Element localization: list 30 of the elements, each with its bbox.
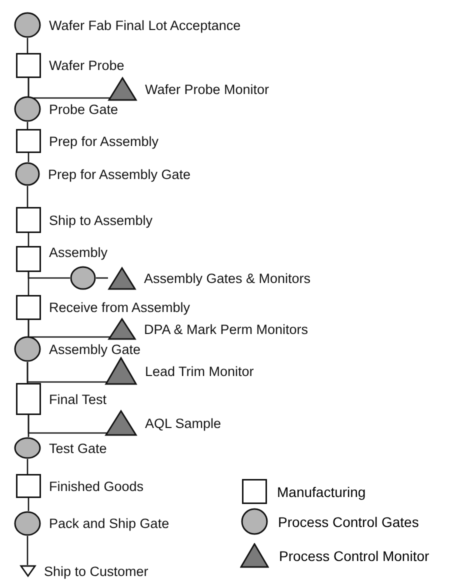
step-label: Wafer Probe Monitor bbox=[145, 82, 270, 96]
step-label: Prep for Assembly bbox=[49, 134, 159, 148]
legend-label: Process Control Monitor bbox=[279, 548, 430, 564]
step-label: Probe Gate bbox=[49, 102, 118, 116]
step-label: Lead Trim Monitor bbox=[145, 364, 254, 378]
connector-line bbox=[26, 186, 28, 207]
step-label: Pack and Ship Gate bbox=[49, 516, 170, 531]
step-label: DPA & Mark Perm Monitors bbox=[144, 322, 308, 336]
step-label: Ship to Customer bbox=[44, 564, 148, 578]
step-label: Wafer Probe bbox=[49, 58, 124, 73]
step-label: Wafer Fab Final Lot Acceptance bbox=[49, 18, 241, 32]
step-label: Assembly bbox=[49, 246, 108, 260]
legend-label: Manufacturing bbox=[277, 484, 366, 500]
step-label: Prep for Assembly Gate bbox=[48, 166, 191, 182]
legend-label: Process Control Gates bbox=[278, 514, 419, 530]
step-label: Final Test bbox=[49, 392, 107, 406]
step-label: Assembly Gates & Monitors bbox=[144, 271, 311, 286]
connector-line bbox=[96, 277, 108, 279]
connector-line bbox=[26, 38, 28, 53]
step-label: Finished Goods bbox=[49, 478, 144, 494]
step-label: Ship to Assembly bbox=[49, 212, 153, 228]
connector-line bbox=[28, 272, 70, 279]
step-label: Assembly Gate bbox=[49, 342, 141, 356]
step-label: Receive from Assembly bbox=[49, 300, 190, 315]
connector-line bbox=[26, 459, 28, 474]
connector-line bbox=[28, 233, 30, 246]
connector-line bbox=[26, 536, 28, 565]
step-label: AQL Sample bbox=[145, 416, 222, 430]
connector-line bbox=[28, 498, 30, 511]
step-label: Test Gate bbox=[49, 440, 107, 456]
